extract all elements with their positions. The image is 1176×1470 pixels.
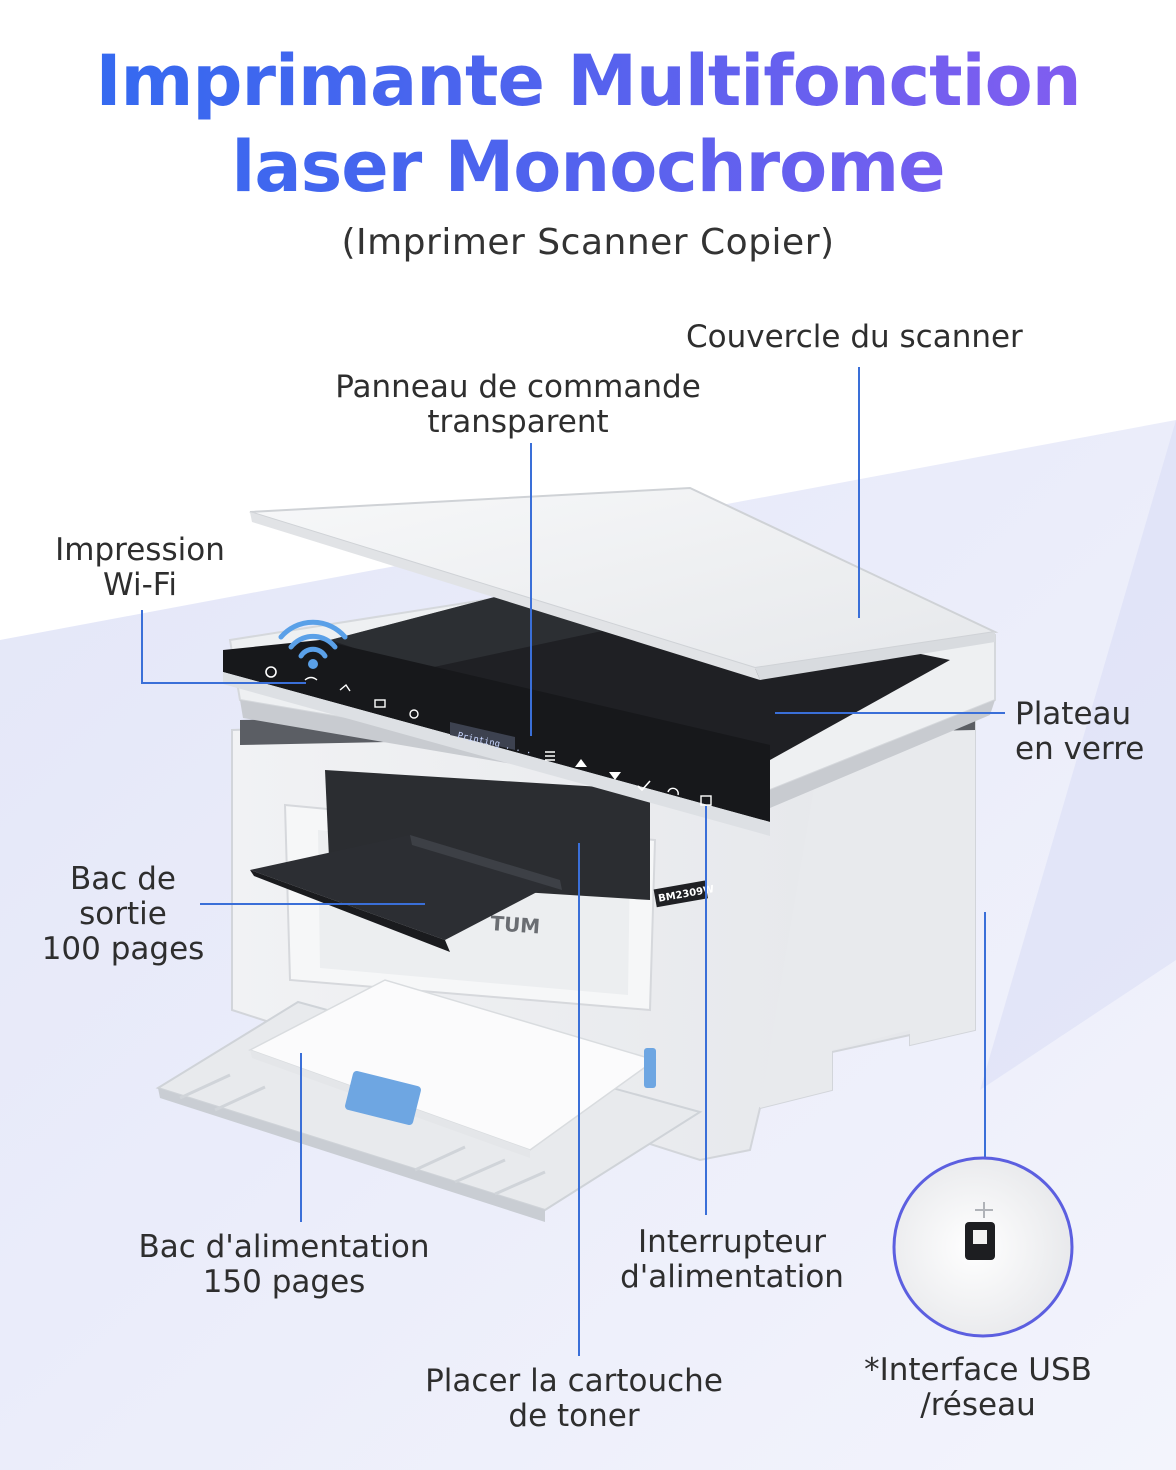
- usb-inset: [892, 1156, 1074, 1338]
- label-scanner-cover: Couvercle du scanner: [686, 319, 1023, 355]
- scan-icon[interactable]: [339, 683, 351, 692]
- label-glass: Plateau en verre: [1015, 696, 1145, 767]
- scanner-lid: [249, 486, 999, 680]
- subtitle: (Imprimer Scanner Copier): [341, 222, 835, 263]
- label-output-tray: Bac de sortie 100 pages: [41, 861, 205, 967]
- title-line-1: Imprimante Multifonction: [0, 40, 1176, 122]
- ok-icon[interactable]: [637, 780, 651, 792]
- copy-icon[interactable]: [409, 709, 419, 719]
- lcd-screen: [450, 722, 515, 750]
- wifi-icon: [278, 619, 348, 669]
- up-icon[interactable]: [575, 759, 587, 767]
- paper-guide-side: [644, 1048, 656, 1088]
- label-power-switch: Interrupteur d'alimentation: [620, 1224, 844, 1295]
- output-tray: [250, 835, 562, 952]
- start-icon[interactable]: [700, 795, 712, 806]
- title-line-2: laser Monochrome: [0, 126, 1176, 208]
- brand-mark: TUM: [490, 911, 541, 938]
- id-copy-icon[interactable]: [374, 699, 386, 708]
- power-icon[interactable]: [265, 666, 277, 678]
- label-input-tray: Bac d'alimentation 150 pages: [138, 1229, 430, 1300]
- label-wifi: Impression Wi-Fi: [55, 532, 225, 603]
- label-toner: Placer la cartouche de toner: [425, 1363, 723, 1434]
- label-usb: *Interface USB /réseau: [864, 1352, 1092, 1423]
- leader-lines: [141, 367, 1005, 1356]
- menu-icon[interactable]: [545, 751, 555, 761]
- back-icon[interactable]: [667, 787, 679, 796]
- control-panel: Printing . . .: [223, 640, 770, 836]
- down-icon[interactable]: [609, 772, 621, 780]
- label-control-panel: Panneau de commande transparent: [335, 369, 701, 440]
- panel-wifi-icon[interactable]: [304, 676, 318, 681]
- paper-guide: [345, 1070, 421, 1126]
- input-tray: [155, 979, 703, 1222]
